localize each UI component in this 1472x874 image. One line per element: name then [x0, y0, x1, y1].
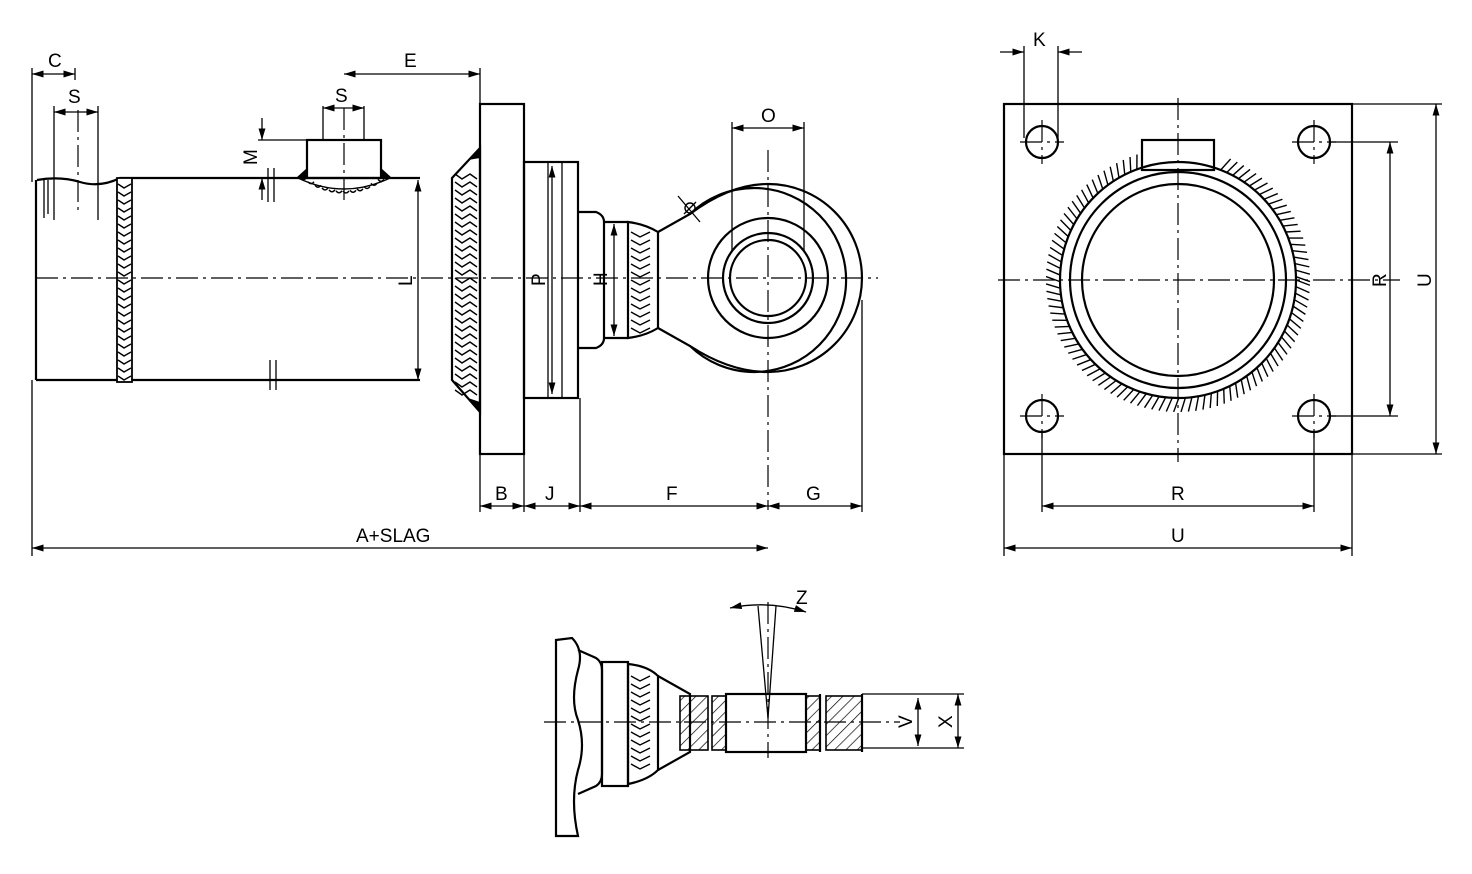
end-view-centerlines: [998, 98, 1400, 462]
side-view-centerlines: [36, 110, 878, 510]
dim-label-r-horizontal: R: [1171, 484, 1185, 505]
end-view: [998, 98, 1400, 462]
flange-plate: [478, 102, 526, 456]
dim-label-c: C: [48, 51, 62, 72]
gland: [522, 160, 580, 400]
dim-label-l: L: [396, 275, 417, 286]
dim-label-z: Z: [796, 588, 808, 609]
break-marks: [267, 168, 277, 390]
dim-label-u-horizontal: U: [1171, 526, 1185, 547]
grease-nipple: [677, 195, 701, 223]
detail-view-dimensions: Z V X: [796, 588, 964, 749]
dim-label-f: F: [666, 484, 678, 505]
side-view-dimensions: C S E S M L P H O: [31, 51, 863, 556]
dim-label-s-port: S: [335, 86, 348, 107]
dim-label-m: M: [241, 149, 262, 165]
dim-label-x: X: [936, 715, 957, 728]
dim-label-g: G: [806, 484, 821, 505]
piston-rod: [578, 210, 660, 350]
dim-label-r-vertical: R: [1370, 273, 1391, 287]
end-view-dimensions: K R U R U: [1000, 30, 1442, 556]
detail-view: [544, 602, 900, 838]
port-boss: [296, 108, 392, 205]
side-view: [34, 102, 878, 510]
dim-label-j: J: [545, 484, 555, 505]
dim-label-b: B: [495, 484, 508, 505]
dim-label-k: K: [1033, 30, 1046, 51]
dim-label-s-left: S: [68, 87, 81, 108]
cylinder-barrel: [34, 176, 420, 383]
head-weld: [450, 145, 482, 415]
dim-label-a-slag: A+SLAG: [356, 526, 430, 547]
dim-label-p: P: [529, 273, 550, 286]
dim-label-o: O: [761, 106, 776, 127]
dim-label-u-vertical: U: [1415, 273, 1436, 287]
dim-label-v: V: [896, 715, 917, 728]
dim-label-h: H: [591, 272, 612, 286]
dim-label-e: E: [404, 51, 417, 72]
rod-eye: [657, 182, 864, 374]
